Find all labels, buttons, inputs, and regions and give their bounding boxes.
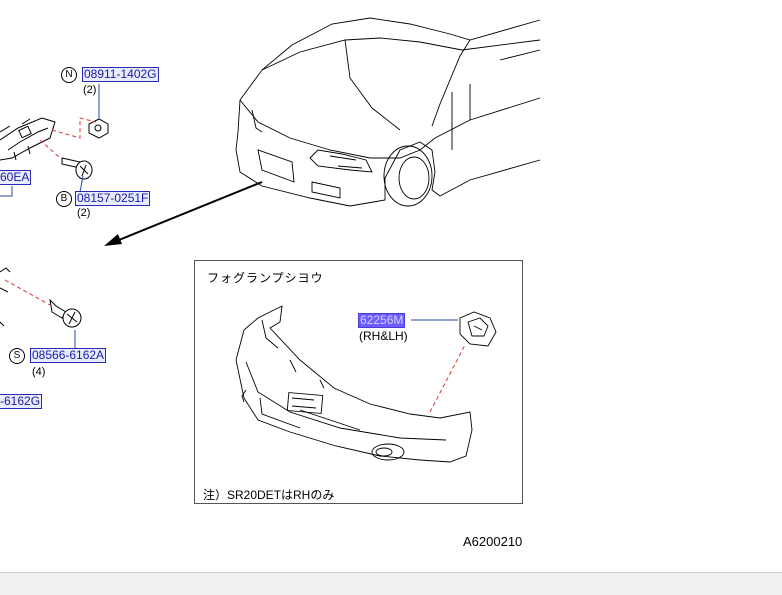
leader-lines-blue (0, 84, 458, 348)
part-link-62256m[interactable]: 62256M (358, 313, 406, 328)
part-link-08566-6162a[interactable]: 08566-6162A (30, 348, 107, 363)
bracket-drawing (0, 117, 56, 161)
screw-drawing (49, 298, 82, 328)
inset-note: 注）SR20DETはRHのみ (203, 488, 335, 502)
diagram-drawing (0, 17, 541, 463)
pointer-arrow (104, 181, 263, 246)
fog-lamp-cover-drawing (459, 311, 497, 347)
diagram-code: A6200210 (463, 534, 523, 549)
hex-nut-drawing (88, 118, 109, 139)
badge-n: N (61, 67, 77, 83)
parts-diagram: N 08911-1402G (2) 60EA B 08157-0251F (2)… (0, 17, 541, 549)
flange-bolt-drawing (61, 157, 93, 180)
status-bar (0, 572, 782, 595)
part-link-08911-1402g[interactable]: 08911-1402G (82, 67, 159, 82)
fog-lamp-inset: フォグランプシヨウ 注）SR20DETはRHのみ (194, 260, 523, 504)
leader-lines-red (4, 117, 466, 413)
part-link-6162g[interactable]: -6162G (0, 394, 43, 409)
clip-fragment (0, 267, 11, 293)
badge-s: S (9, 348, 25, 364)
badge-b: B (56, 191, 72, 207)
qty-62256m: (RH&LH) (359, 329, 408, 343)
bumper-drawing (235, 305, 473, 463)
inset-title: フォグランプシヨウ (207, 271, 324, 285)
part-link-60ea[interactable]: 60EA (0, 170, 32, 185)
qty-08157: (2) (77, 207, 91, 219)
qty-08911: (2) (83, 84, 97, 96)
part-link-08157-0251f[interactable]: 08157-0251F (75, 191, 151, 206)
qty-08566: (4) (32, 366, 46, 378)
car-sketch (235, 17, 541, 207)
